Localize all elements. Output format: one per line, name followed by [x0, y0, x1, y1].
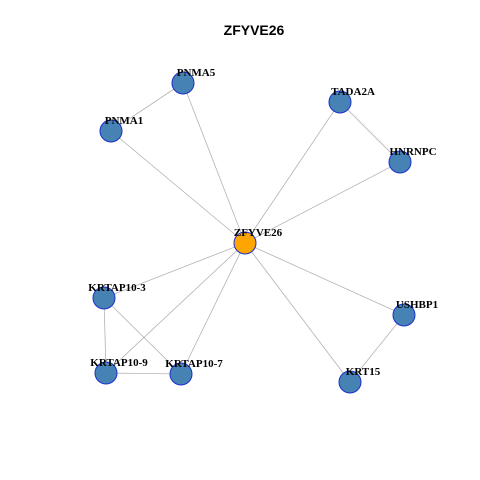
edge-zfyve26-pnma1 — [110, 130, 246, 244]
node-pnma5: PNMA5 — [171, 67, 216, 95]
node-krt15: KRT15 — [338, 366, 381, 394]
node-ushbp1: USHBP1 — [392, 299, 438, 327]
edge-pnma1-pnma5 — [110, 82, 184, 132]
node-label-krtap10-3: KRTAP10-3 — [88, 282, 146, 294]
edge-tada2a-hnrnpc — [339, 101, 401, 163]
edge-krtap10-3-krtap10-7 — [103, 297, 182, 375]
node-zfyve26: ZFYVE26 — [233, 227, 283, 255]
node-circle-ushbp1 — [392, 303, 416, 327]
node-circle-hnrnpc — [388, 150, 412, 174]
node-circle-pnma1 — [99, 119, 123, 143]
node-label-krtap10-9: KRTAP10-9 — [90, 357, 148, 369]
edge-krtap10-3-krtap10-9 — [103, 297, 107, 374]
node-circle-krt15 — [338, 370, 362, 394]
edge-zfyve26-krtap10-3 — [103, 242, 246, 299]
node-circle-krtap10-7 — [169, 362, 193, 386]
edge-zfyve26-krtap10-9 — [105, 242, 246, 374]
node-label-zfyve26: ZFYVE26 — [234, 227, 283, 239]
edge-krtap10-9-krtap10-7 — [105, 372, 182, 375]
node-label-ushbp1: USHBP1 — [396, 299, 438, 311]
node-label-pnma1: PNMA1 — [105, 115, 144, 127]
node-circle-krtap10-9 — [94, 361, 118, 385]
node-circle-krtap10-3 — [92, 286, 116, 310]
node-krtap10-3: KRTAP10-3 — [88, 282, 146, 310]
node-circle-pnma5 — [171, 71, 195, 95]
edge-ushbp1-krt15 — [349, 314, 405, 383]
node-label-pnma5: PNMA5 — [177, 67, 216, 79]
node-circle-tada2a — [328, 90, 352, 114]
edge-zfyve26-hnrnpc — [244, 161, 401, 244]
node-tada2a: TADA2A — [328, 86, 375, 114]
node-krtap10-7: KRTAP10-7 — [165, 358, 223, 386]
edge-zfyve26-krt15 — [244, 242, 351, 383]
node-label-hnrnpc: HNRNPC — [389, 146, 436, 158]
node-label-krt15: KRT15 — [346, 366, 381, 378]
node-hnrnpc: HNRNPC — [388, 146, 437, 174]
node-krtap10-9: KRTAP10-9 — [90, 357, 148, 385]
edge-zfyve26-ushbp1 — [244, 242, 405, 316]
node-label-krtap10-7: KRTAP10-7 — [165, 358, 223, 370]
node-label-tada2a: TADA2A — [331, 86, 375, 98]
node-circle-zfyve26 — [233, 231, 257, 255]
edge-zfyve26-krtap10-7 — [180, 242, 246, 375]
diagram-title: ZFYVE26 — [224, 22, 285, 38]
node-pnma1: PNMA1 — [99, 115, 144, 143]
edge-layer — [103, 82, 405, 383]
edge-zfyve26-pnma5 — [182, 82, 246, 244]
edge-zfyve26-tada2a — [244, 101, 341, 244]
